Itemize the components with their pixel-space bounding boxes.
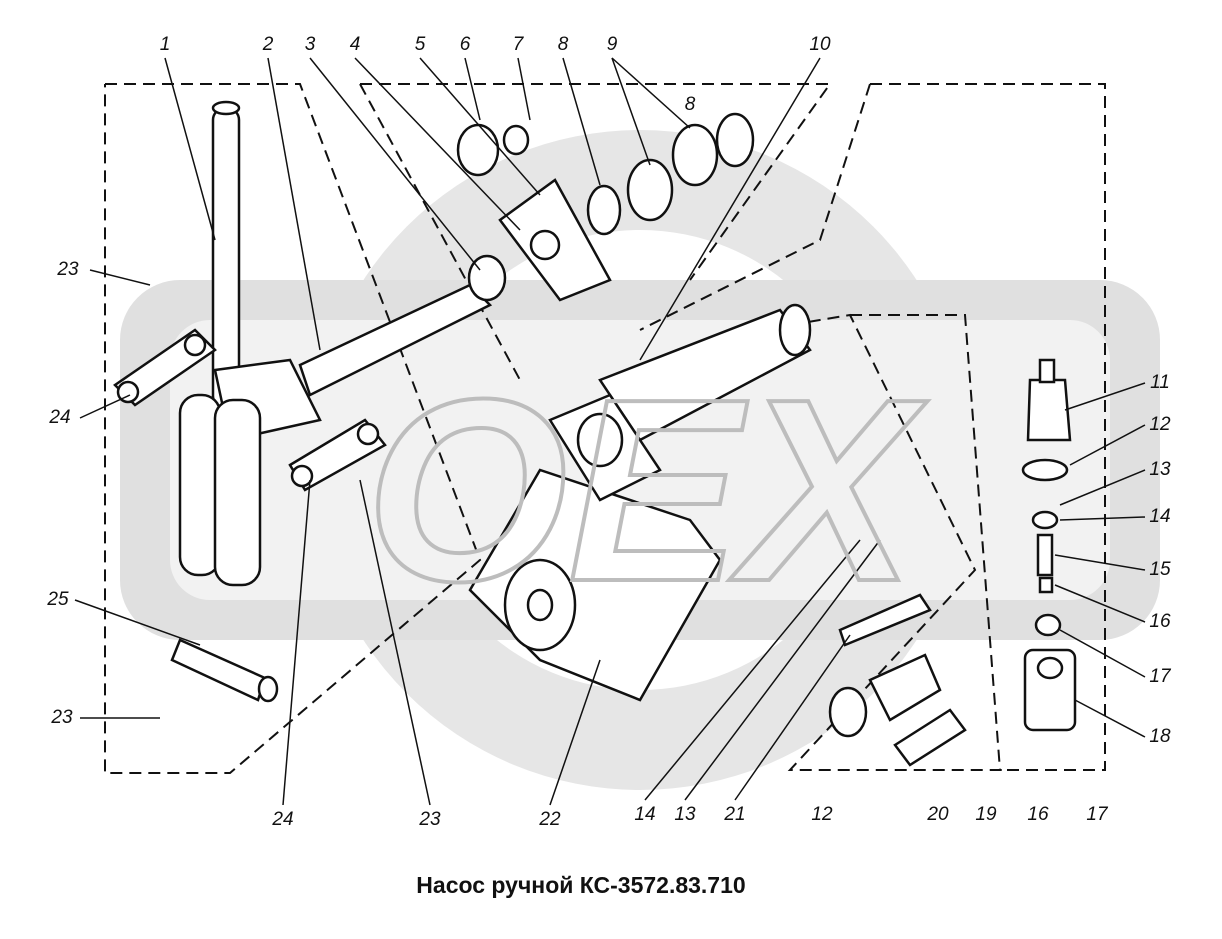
callout-16: 16 [1149,611,1171,632]
lever-arm-right [213,398,262,587]
valve-fitting-11 [1026,378,1072,442]
callout-13: 13 [674,804,696,825]
callout-2: 2 [262,34,274,55]
callout-21: 21 [724,804,746,825]
leader-lines [74,57,1146,806]
callout-13: 13 [1149,459,1171,480]
callout-23: 23 [419,809,441,830]
callout-12: 12 [811,804,833,825]
callout-16: 16 [1027,804,1049,825]
diagram-title: Насос ручной КС-3572.83.710 [0,872,1222,899]
watermark-text: OEX [365,346,928,636]
callout-17: 17 [1149,666,1171,687]
callout-14: 14 [634,804,656,825]
callout-12: 12 [1149,414,1171,435]
callout-1: 1 [159,34,171,55]
callout-14: 14 [1149,506,1171,527]
callout-25: 25 [47,589,69,610]
callout-3: 3 [304,34,316,55]
callout-10: 10 [809,34,831,55]
callout-23: 23 [57,259,79,280]
dashed-group-outlines [104,83,1106,774]
callout-11: 11 [1150,372,1170,393]
callout-8: 8 [684,94,696,115]
callout-19: 19 [975,804,997,825]
callout-5: 5 [414,34,426,55]
callout-8: 8 [557,34,569,55]
pin [170,638,267,702]
shaft [298,283,493,397]
callout-24: 24 [272,809,294,830]
callout-6: 6 [459,34,471,55]
lever-rod [211,106,241,410]
callout-7: 7 [512,34,524,55]
callout-4: 4 [349,34,361,55]
callout-22: 22 [539,809,561,830]
callout-15: 15 [1149,559,1171,580]
diagram-title-text: Насос ручной КС-3572.83.710 [416,872,746,898]
parts [113,100,1077,767]
callout-9: 9 [606,34,618,55]
callout-20: 20 [927,804,949,825]
callout-23: 23 [51,707,73,728]
callout-18: 18 [1149,726,1171,747]
callout-17: 17 [1086,804,1108,825]
callout-24: 24 [49,407,71,428]
